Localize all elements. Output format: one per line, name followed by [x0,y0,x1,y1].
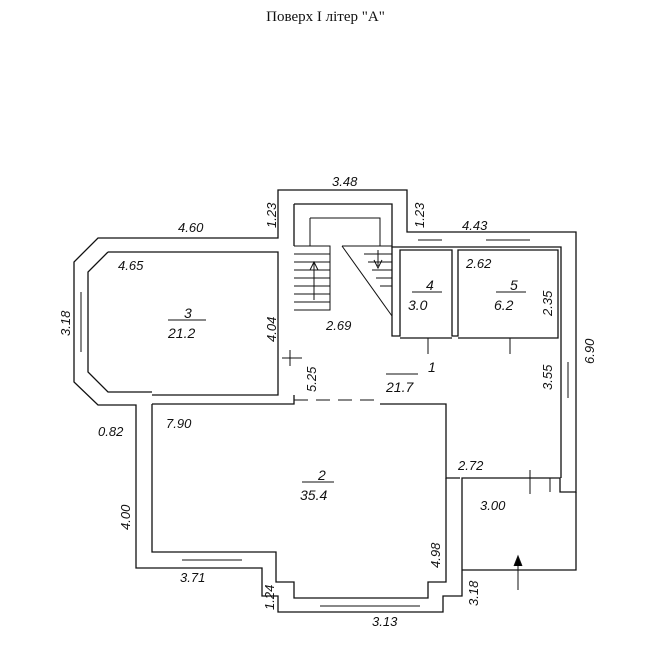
dim-label: 3.18 [58,310,73,336]
dim-label: 6.90 [582,338,597,364]
windows [73,231,577,613]
door-marks [282,338,551,590]
dim-label: 4.00 [118,504,133,530]
room-number-2: 2 [317,467,326,483]
dim-label: 4.98 [428,542,443,568]
dim-label: 1.24 [262,585,277,610]
room-number-1: 1 [428,359,436,375]
dim-label: 4.43 [462,218,488,233]
stairs [294,217,393,317]
room-number-4: 4 [426,277,434,293]
room-area-3: 21.2 [167,325,195,341]
room-area-1: 21.7 [385,379,414,395]
room-number-5: 5 [510,277,518,293]
room-number-3: 3 [184,305,192,321]
dim-label: 7.90 [166,416,192,431]
dim-label: 4.04 [264,317,279,342]
room-area-2: 35.4 [300,487,327,503]
dim-label: 5.25 [304,366,319,392]
dim-label: 3.13 [372,614,398,629]
dim-label: 3.48 [332,174,358,189]
dim-label: 2.69 [325,318,351,333]
dim-label: 3.00 [480,498,506,513]
walls [73,189,577,613]
dim-label: 3.18 [466,580,481,606]
outer-wall [73,189,577,613]
dim-label: 1.23 [264,202,279,228]
dim-label: 4.65 [118,258,144,273]
dim-label: 3.55 [540,364,555,390]
dim-label: 2.72 [457,458,484,473]
dim-label: 2.35 [540,290,555,317]
room-underlines [168,291,526,483]
room-area-4: 3.0 [408,297,428,313]
dim-label: 2.62 [465,256,492,271]
page-title: Поверх I літер "А" [266,9,385,25]
dim-label: 4.60 [178,220,204,235]
dim-label: 1.23 [412,202,427,228]
room-area-5: 6.2 [494,297,514,313]
dim-label: 0.82 [98,424,124,439]
dim-label: 3.71 [180,570,205,585]
